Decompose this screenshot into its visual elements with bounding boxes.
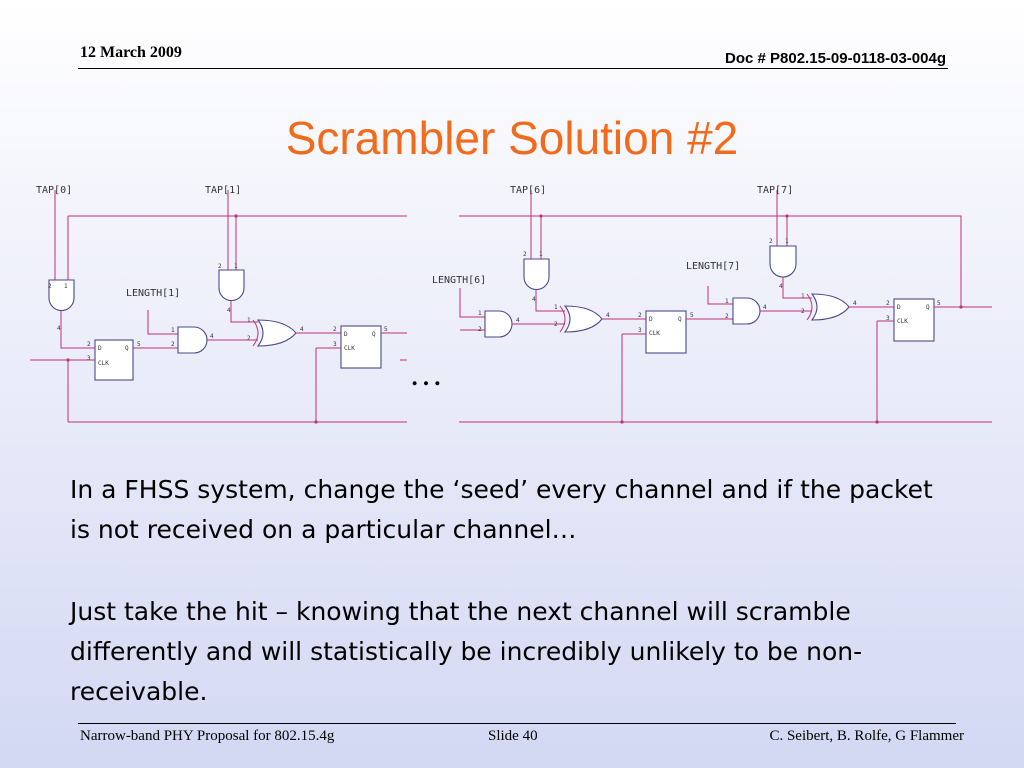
and-gate-tap6 — [523, 258, 550, 291]
flip-flop-2 — [340, 325, 382, 369]
svg-text:1: 1 — [785, 238, 789, 245]
scrambler-circuit-diagram: .w { stroke:#c0307a; stroke-width:1; fil… — [30, 185, 992, 424]
svg-text:4: 4 — [516, 317, 520, 324]
right-circuit: D Q CLK D Q CLK 2 1 4 1 2 — [432, 185, 992, 424]
footer-divider — [78, 723, 956, 724]
footer-authors: C. Seibert, B. Rolfe, G Flammer — [769, 728, 964, 744]
svg-text:2: 2 — [478, 326, 482, 333]
svg-text:4: 4 — [853, 300, 857, 307]
flip-flop-1 — [94, 339, 134, 381]
svg-text:2: 2 — [171, 341, 175, 348]
svg-text:1: 1 — [171, 327, 175, 334]
footer-proposal-name: Narrow-band PHY Proposal for 802.15.4g — [80, 728, 335, 744]
svg-text:CLK: CLK — [897, 318, 908, 325]
svg-text:4: 4 — [763, 304, 767, 311]
svg-text:2: 2 — [523, 251, 527, 258]
svg-text:2: 2 — [638, 312, 642, 319]
xor-gate-right-1 — [563, 305, 603, 333]
label-tap6: TAP[6] — [510, 185, 546, 196]
svg-text:3: 3 — [886, 315, 890, 322]
and-gate-tap7 — [769, 245, 797, 278]
slide-title: Scrambler Solution #2 — [285, 112, 739, 164]
svg-text:Q: Q — [678, 316, 682, 323]
svg-text:2: 2 — [87, 341, 91, 348]
left-circuit: D Q CLK D Q CLK 2 1 4 2 3 5 2 1 — [30, 185, 407, 424]
body-paragraph-1: In a FHSS system, change the ‘seed’ ever… — [70, 475, 933, 544]
svg-text:5: 5 — [937, 300, 941, 307]
ellipsis: … — [409, 356, 443, 393]
svg-text:D: D — [98, 345, 102, 352]
and-gate-tap1 — [218, 269, 245, 302]
svg-text:1: 1 — [725, 298, 729, 305]
svg-text:1: 1 — [64, 283, 68, 290]
svg-text:2: 2 — [554, 321, 558, 328]
flip-flop-3 — [645, 310, 687, 354]
svg-text:2: 2 — [218, 263, 222, 270]
slide-date: 12 March 2009 — [80, 44, 182, 61]
svg-text:4: 4 — [227, 307, 231, 314]
label-tap1: TAP[1] — [205, 185, 241, 196]
document-number: Doc # P802.15-09-0118-03-004g — [725, 50, 946, 67]
svg-text:2: 2 — [333, 326, 337, 333]
and-gate-length1 — [177, 326, 208, 354]
svg-text:4: 4 — [532, 296, 536, 303]
flip-flop-4 — [893, 298, 935, 342]
svg-text:3: 3 — [333, 341, 337, 348]
svg-text:5: 5 — [384, 326, 388, 333]
and-gate-length7 — [732, 297, 761, 325]
svg-text:5: 5 — [690, 312, 694, 319]
label-tap7: TAP[7] — [757, 185, 793, 196]
svg-text:2: 2 — [886, 300, 890, 307]
footer-slide-number: Slide 40 — [488, 728, 538, 744]
and-gate-length6 — [484, 310, 513, 338]
svg-text:2: 2 — [247, 335, 251, 342]
svg-text:D: D — [344, 331, 348, 338]
svg-text:4: 4 — [606, 312, 610, 319]
header-divider — [78, 68, 948, 69]
svg-text:4: 4 — [210, 333, 214, 340]
svg-text:4: 4 — [57, 325, 61, 332]
label-length6: LENGTH[6] — [432, 275, 486, 286]
svg-text:Q: Q — [372, 331, 376, 338]
svg-text:1: 1 — [539, 251, 543, 258]
svg-text:3: 3 — [638, 327, 642, 334]
svg-text:2: 2 — [725, 313, 729, 320]
svg-text:Q: Q — [926, 304, 930, 311]
svg-text:1: 1 — [247, 317, 251, 324]
svg-text:3: 3 — [87, 355, 91, 362]
body-paragraph-2: Just take the hit – knowing that the nex… — [70, 597, 863, 706]
svg-text:CLK: CLK — [649, 330, 660, 337]
and-gate-tap0 — [48, 279, 75, 312]
svg-text:D: D — [897, 304, 901, 311]
label-length7: LENGTH[7] — [686, 261, 740, 272]
svg-text:1: 1 — [554, 304, 558, 311]
svg-text:4: 4 — [300, 326, 304, 333]
svg-text:2: 2 — [48, 283, 52, 290]
label-length1: LENGTH[1] — [126, 288, 180, 299]
svg-text:2: 2 — [801, 308, 805, 315]
svg-text:1: 1 — [478, 310, 482, 317]
svg-text:Q: Q — [125, 345, 129, 352]
xor-gate-right-2 — [810, 293, 850, 321]
svg-text:1: 1 — [801, 293, 805, 300]
svg-text:2: 2 — [769, 238, 773, 245]
svg-text:CLK: CLK — [344, 345, 355, 352]
label-tap0: TAP[0] — [36, 185, 72, 196]
xor-gate-left — [256, 319, 297, 347]
svg-text:5: 5 — [137, 341, 141, 348]
svg-text:4: 4 — [779, 283, 783, 290]
svg-text:D: D — [649, 316, 653, 323]
right-top-bus — [459, 215, 962, 307]
svg-text:CLK: CLK — [98, 360, 109, 367]
svg-text:1: 1 — [234, 263, 238, 270]
